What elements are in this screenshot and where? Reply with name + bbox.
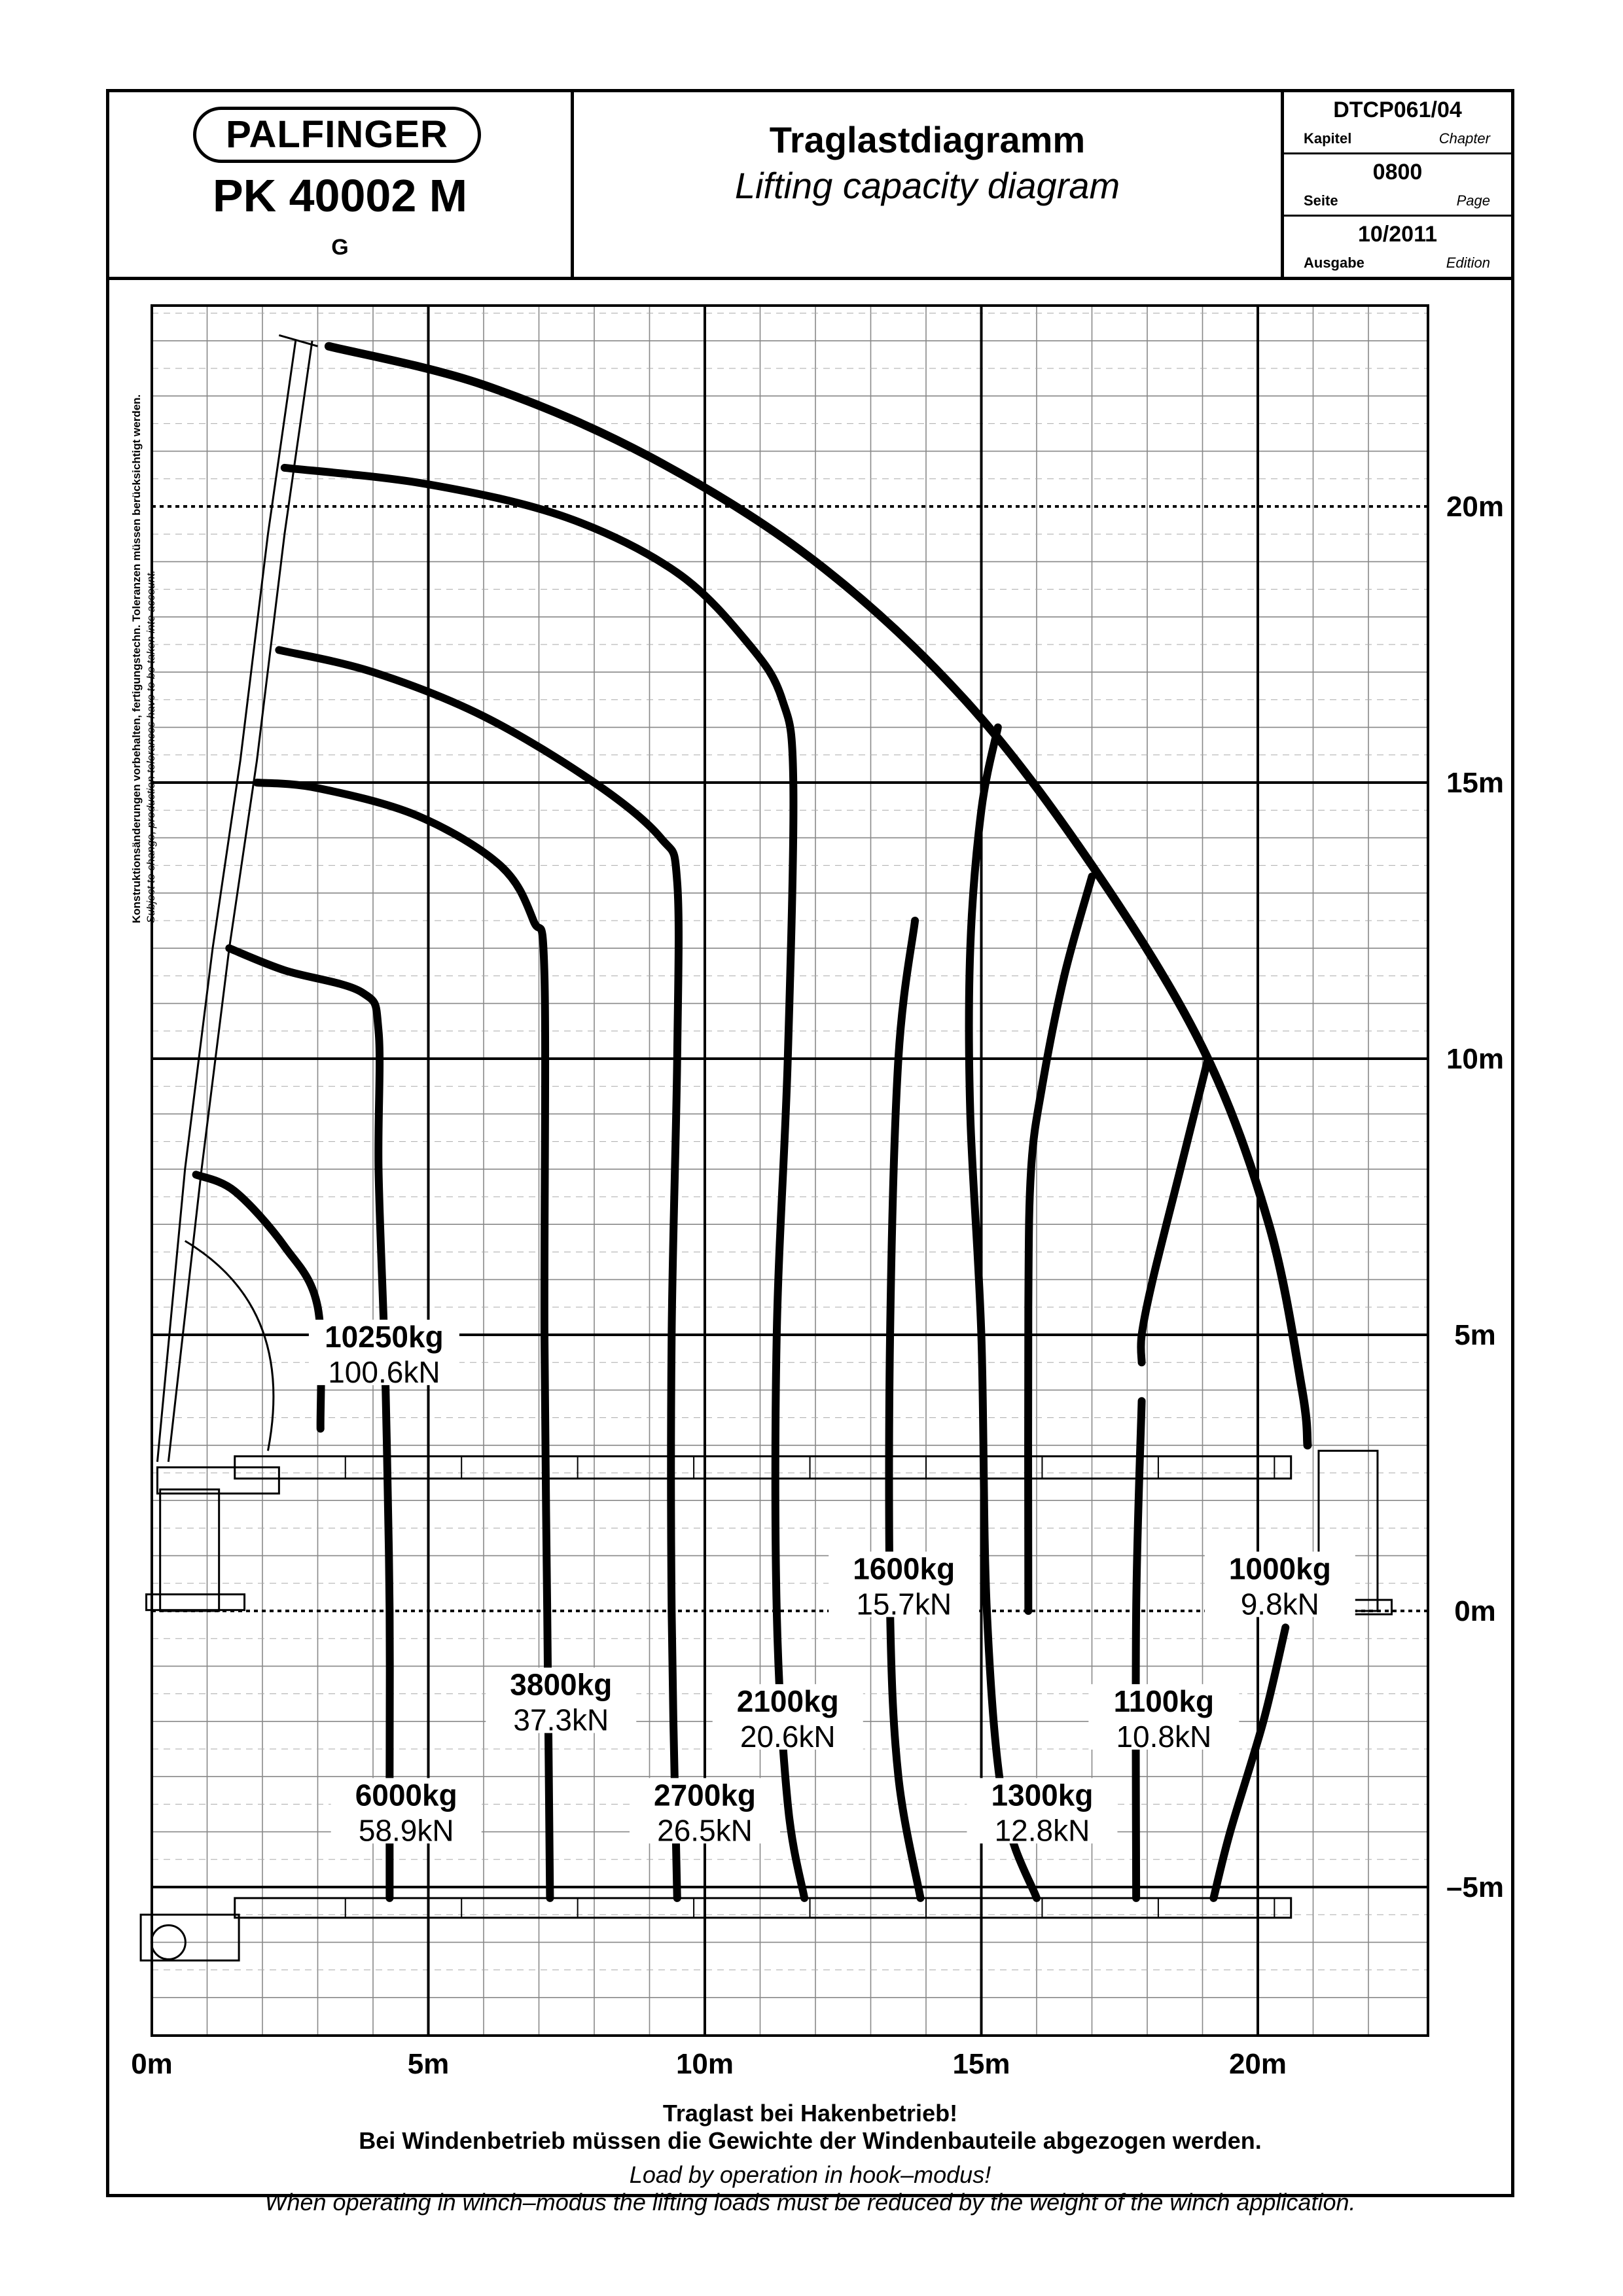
load-label-kn: 9.8kN [1241, 1587, 1319, 1621]
x-tick-label: 5m [408, 2048, 450, 2080]
grid-minor [152, 306, 1428, 2036]
boom-vertical [156, 340, 297, 1462]
load-label-kn: 12.8kN [995, 1813, 1090, 1847]
turret-circle [150, 1924, 187, 1960]
load-label-kg: 3800kg [510, 1668, 612, 1702]
palfinger-logo: PALFINGER [193, 107, 481, 163]
load-curve-lower [1132, 1397, 1146, 1902]
load-label-kn: 37.3kN [513, 1703, 609, 1737]
load-label-kg: 1000kg [1229, 1551, 1331, 1585]
load-label-kg: 6000kg [355, 1778, 457, 1812]
load-curve [965, 723, 1041, 1902]
chapter-label-en: Chapter [1438, 130, 1490, 147]
load-label-kg: 2700kg [654, 1778, 756, 1812]
y-tick-label: 10m [1446, 1043, 1504, 1075]
load-label-bg [1204, 1551, 1355, 1617]
page-label-de: Seite [1304, 192, 1338, 209]
load-label-bg [712, 1684, 863, 1750]
footer-line1-de: Traglast bei Hakenbetrieb! [662, 2100, 958, 2127]
load-label-kg: 10250kg [325, 1320, 444, 1354]
doc-number: DTCP061/04 [1333, 97, 1462, 122]
title-block: PALFINGER PK 40002 M G Traglastdiagramm … [109, 92, 1511, 280]
load-label-bg [967, 1778, 1118, 1844]
envelope-curve [324, 342, 1312, 1450]
load-label-bg [630, 1778, 780, 1844]
boom-tip [278, 334, 318, 347]
brand-cell: PALFINGER PK 40002 M G [109, 92, 574, 277]
footer-line2-en: When operating in winch–modus the liftin… [264, 2189, 1356, 2216]
crane-column [159, 1488, 221, 1612]
reach-arc [184, 1240, 275, 1451]
edition-number: 10/2011 [1357, 222, 1438, 247]
load-label-kn: 100.6kN [328, 1355, 440, 1389]
x-tick-label: 0m [131, 2048, 173, 2080]
load-label-kg: 1600kg [853, 1551, 955, 1585]
load-curve [1024, 872, 1096, 1615]
load-label-kn: 26.5kN [657, 1813, 753, 1847]
title-cell: Traglastdiagramm Lifting capacity diagra… [574, 92, 1284, 277]
y-tick-label: 0m [1454, 1595, 1496, 1627]
boom-lower-base [139, 1913, 240, 1962]
load-label-bg [486, 1667, 637, 1733]
y-tick-label: 5m [1454, 1319, 1496, 1351]
load-curves [192, 342, 1312, 1902]
y-tick-label: 15m [1446, 767, 1504, 799]
load-label-kn: 15.7kN [856, 1587, 952, 1621]
title-german: Traglastdiagramm [769, 119, 1086, 160]
boom-horizontal [234, 1455, 1293, 1480]
load-curve [1137, 1055, 1212, 1367]
plot-border [151, 304, 1429, 2037]
footer-line1-en: Load by operation in hook–modus! [629, 2161, 991, 2188]
load-curve [225, 944, 394, 1902]
footer-line2-de: Bei Windenbetrieb müssen die Gewichte de… [359, 2127, 1262, 2154]
load-label-kg: 1300kg [991, 1778, 1093, 1812]
load-label-bg [1088, 1684, 1240, 1750]
load-label-kn: 58.9kN [359, 1813, 454, 1847]
y-tick-label: –5m [1446, 1871, 1504, 1903]
title-english: Lifting capacity diagram [734, 165, 1120, 206]
x-tick-label: 15m [952, 2048, 1010, 2080]
load-curve [253, 779, 554, 1902]
edition-label-de: Ausgabe [1304, 255, 1364, 271]
model-variant: G [331, 235, 349, 260]
page-number: 0800 [1372, 160, 1423, 185]
load-curve [192, 1171, 325, 1433]
x-tick-label: 20m [1229, 2048, 1287, 2080]
chapter-label-de: Kapitel [1304, 130, 1352, 147]
load-label-kn: 10.8kN [1116, 1720, 1211, 1754]
page-field: 0800 Seite Page [1284, 154, 1511, 217]
edition-field: 10/2011 Ausgabe Edition [1284, 217, 1511, 277]
x-tick-label: 10m [676, 2048, 734, 2080]
model-name: PK 40002 M [212, 170, 468, 221]
load-curve-lower [1209, 1623, 1290, 1902]
load-label-bg [330, 1778, 482, 1844]
load-curve [885, 917, 925, 1902]
load-curve [275, 646, 683, 1902]
load-label-bg [829, 1551, 980, 1617]
load-label-kg: 1100kg [1114, 1684, 1214, 1718]
crane-footing [145, 1593, 246, 1612]
load-label-kg: 2100kg [737, 1684, 839, 1718]
chapter-field: DTCP061/04 Kapitel Chapter [1284, 92, 1511, 154]
boom-lower [234, 1897, 1293, 1919]
page-label-en: Page [1456, 192, 1490, 209]
load-label-bg [308, 1319, 459, 1385]
edition-label-en: Edition [1446, 255, 1490, 271]
y-tick-label: 20m [1446, 491, 1504, 523]
boom-vertical-edge [167, 340, 313, 1462]
load-label-kn: 20.6kN [740, 1720, 836, 1754]
doc-info-cell: DTCP061/04 Kapitel Chapter 0800 Seite Pa… [1284, 92, 1511, 277]
axis-labels: 0m 5m 10m 15m 20m 20m 15m 10m 5m 0m –5m [131, 491, 1504, 2080]
load-curve [280, 463, 809, 1902]
document-frame: PALFINGER PK 40002 M G Traglastdiagramm … [106, 89, 1514, 2216]
